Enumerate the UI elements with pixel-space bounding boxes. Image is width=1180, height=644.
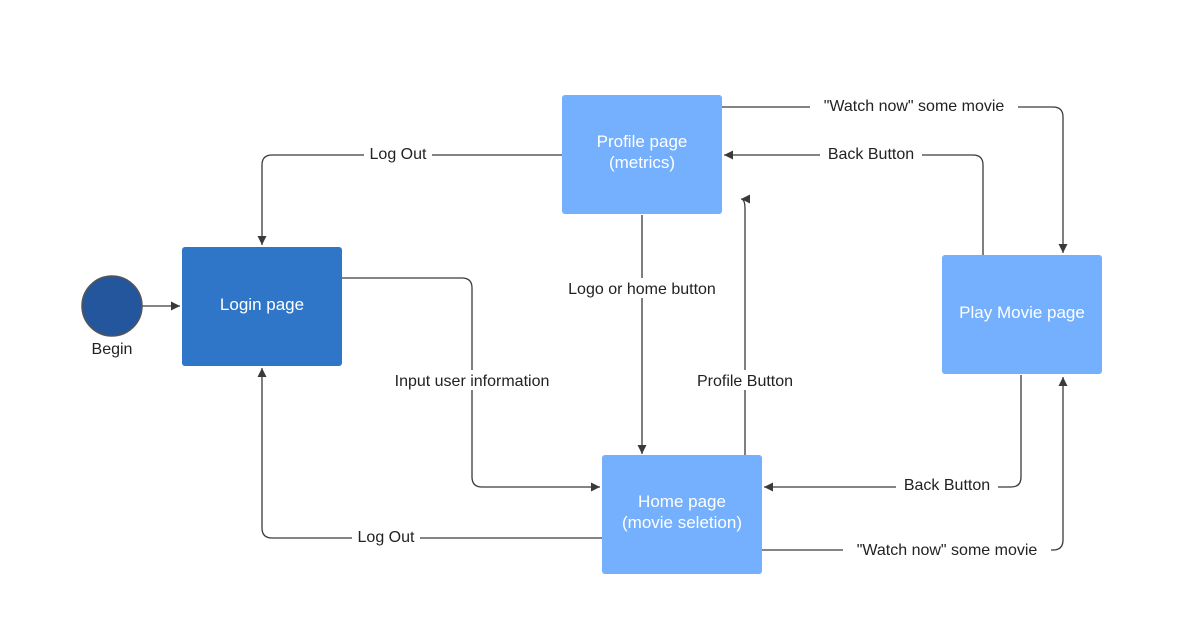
node-profile-label-line2: (metrics) xyxy=(609,153,675,172)
edge-profile-to-home: Logo or home button xyxy=(556,215,728,454)
edge-login-to-home: Input user information xyxy=(342,277,600,492)
edge-label-watch-now-bottom: "Watch now" some movie xyxy=(857,542,1038,559)
edge-label-log-out-bottom: Log Out xyxy=(358,529,415,546)
node-profile-page: Profile page (metrics) xyxy=(562,95,722,214)
edge-label-log-out-top: Log Out xyxy=(370,146,427,163)
node-home-page: Home page (movie seletion) xyxy=(602,455,762,574)
edge-home-to-profile: Profile Button xyxy=(688,194,802,455)
node-play-movie-page: Play Movie page xyxy=(942,255,1102,374)
edge-label-logo-or-home: Logo or home button xyxy=(568,281,716,298)
node-home-label-line2: (movie seletion) xyxy=(622,513,742,532)
node-profile-label-line1: Profile page xyxy=(597,132,688,151)
start-label: Begin xyxy=(92,341,133,358)
edge-label-back-button-bottom: Back Button xyxy=(904,477,990,494)
edge-profile-to-login: Log Out xyxy=(257,143,562,245)
edge-label-profile-button: Profile Button xyxy=(697,373,793,390)
node-play-label: Play Movie page xyxy=(959,303,1085,322)
edge-label-watch-now-top: "Watch now" some movie xyxy=(824,98,1005,115)
edge-label-back-button-top: Back Button xyxy=(828,146,914,163)
edge-play-to-home: Back Button xyxy=(764,375,1022,494)
node-login-page: Login page xyxy=(182,247,342,366)
edge-home-to-play: "Watch now" some movie xyxy=(762,377,1068,559)
node-login-label: Login page xyxy=(220,295,304,314)
edge-label-input-user-info: Input user information xyxy=(395,373,550,390)
edge-home-to-login: Log Out xyxy=(257,368,602,546)
node-home-label-line1: Home page xyxy=(638,492,726,511)
start-node xyxy=(81,275,143,337)
edge-profile-to-play: "Watch now" some movie xyxy=(722,95,1068,253)
edge-play-to-profile: Back Button xyxy=(724,143,984,255)
